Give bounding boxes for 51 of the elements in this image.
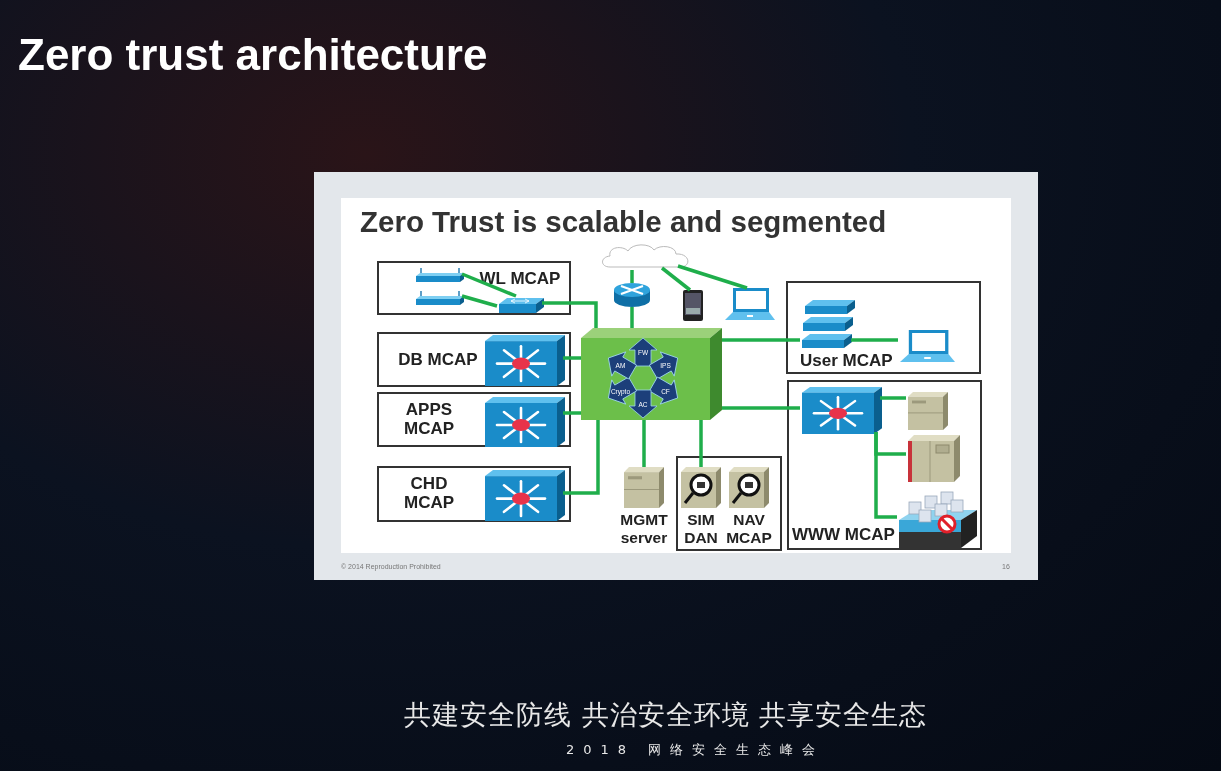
network-link xyxy=(461,272,517,298)
laptop-icon xyxy=(725,288,775,320)
cloud-icon xyxy=(600,243,692,270)
router-icon xyxy=(614,283,650,307)
switch-stack-icon xyxy=(802,300,855,349)
network-link xyxy=(699,420,703,467)
box-label: APPS MCAP xyxy=(402,400,456,438)
network-link xyxy=(563,356,581,360)
switch-icon xyxy=(485,335,565,386)
switch-icon xyxy=(499,298,544,314)
box-label: CHD MCAP xyxy=(402,474,456,512)
slide-title: Zero Trust is scalable and segmented xyxy=(360,205,887,239)
page-title: Zero trust architecture xyxy=(18,30,488,80)
switch-icon xyxy=(802,387,882,434)
device-label: NAV MCAP xyxy=(726,511,772,547)
box-label: DB MCAP xyxy=(397,350,479,369)
network-link xyxy=(630,270,634,283)
network-link xyxy=(874,432,897,519)
segment-box xyxy=(787,380,982,550)
network-link xyxy=(630,307,634,328)
network-link xyxy=(722,338,800,342)
segment-box xyxy=(786,281,981,374)
network-link xyxy=(851,338,898,342)
laptop-icon xyxy=(900,330,955,362)
network-link xyxy=(660,266,692,292)
box-label: User MCAP xyxy=(800,351,893,370)
network-link xyxy=(563,420,600,495)
event-name: 2018 网络安全生态峰会 xyxy=(566,741,825,759)
segment-box xyxy=(377,261,571,315)
network-link xyxy=(642,420,646,467)
box-label: WWW MCAP xyxy=(792,525,895,544)
access-point-icon xyxy=(416,267,464,283)
storage-icon xyxy=(899,490,977,548)
network-link xyxy=(722,406,800,410)
network-link xyxy=(880,396,906,400)
server-icon xyxy=(908,392,948,430)
device-label: SIM DAN xyxy=(683,511,719,547)
network-link xyxy=(461,294,498,308)
network-link xyxy=(542,301,598,328)
slogan: 共建安全防线 共治安全环境 共享安全生态 xyxy=(404,698,928,732)
segment-box xyxy=(377,332,571,387)
switch-icon xyxy=(485,470,565,521)
phone-icon xyxy=(683,290,703,321)
network-link xyxy=(563,411,581,415)
switch-icon xyxy=(485,397,565,447)
network-link xyxy=(677,264,748,290)
segment-box xyxy=(377,392,571,447)
segment-box xyxy=(377,466,571,522)
device-label: MGMT server xyxy=(619,511,669,547)
access-point-icon xyxy=(416,290,464,306)
server-icon xyxy=(908,435,960,482)
